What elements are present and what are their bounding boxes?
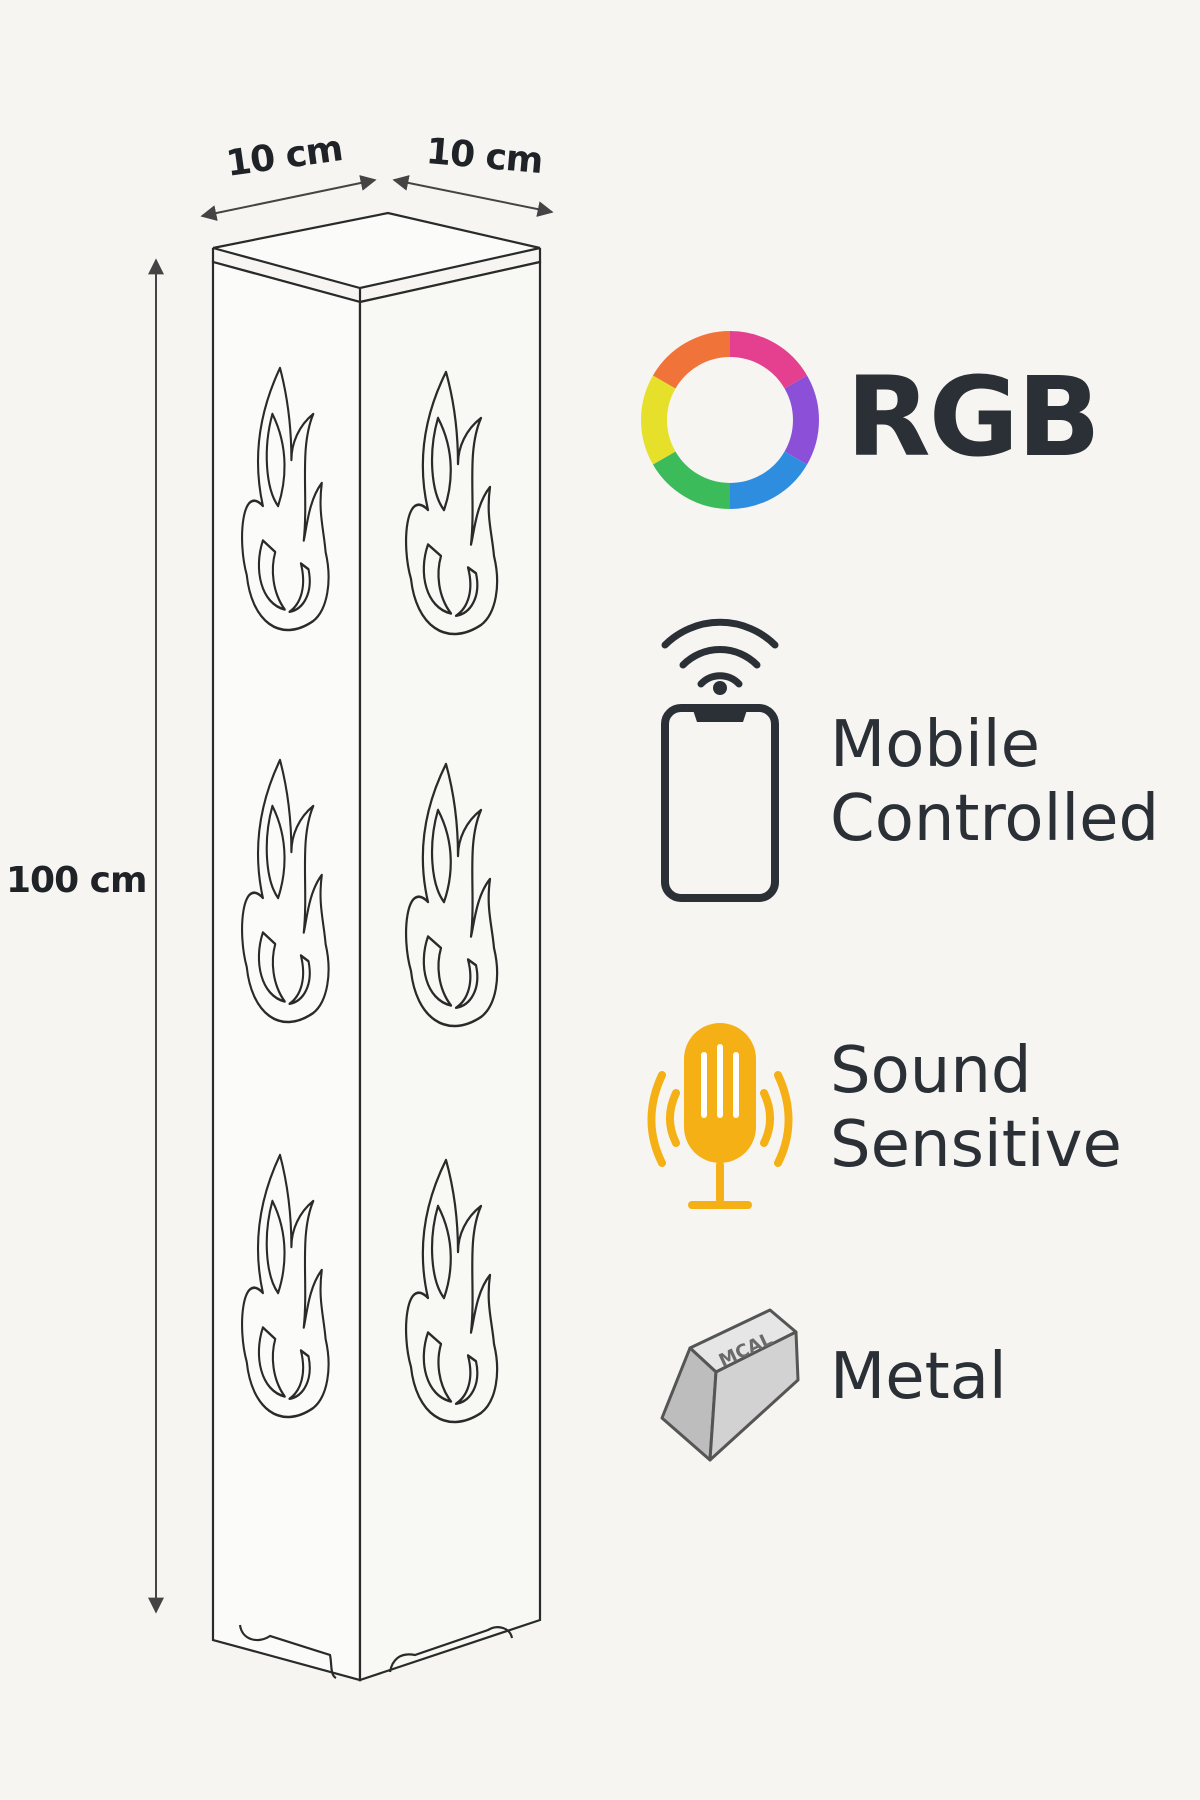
column-left-face xyxy=(211,260,362,1682)
rgb-color-ring-icon xyxy=(641,331,819,509)
smartphone-wifi-icon xyxy=(661,618,779,902)
left-foot-cutout xyxy=(238,1624,337,1679)
mobile-controlled-label: Mobile Controlled xyxy=(830,708,1159,856)
sound-sensitive-label: Sound Sensitive xyxy=(830,1034,1122,1182)
sound-label-line1: Sound xyxy=(830,1034,1032,1108)
mobile-label-line2: Controlled xyxy=(830,782,1160,856)
depth-dimension-arrow xyxy=(392,175,554,217)
height-label: 100 cm xyxy=(6,860,148,901)
mobile-label-line1: Mobile xyxy=(830,708,1040,782)
sound-label-line2: Sensitive xyxy=(830,1108,1122,1182)
microphone-icon xyxy=(647,1023,793,1209)
rgb-label: RGB xyxy=(846,353,1101,481)
metal-ingot-icon: MCAL xyxy=(660,1308,800,1462)
width-dimension-arrow xyxy=(200,175,377,221)
column-right-face xyxy=(358,260,542,1682)
metal-label: Metal xyxy=(830,1340,1007,1414)
right-foot-cutout xyxy=(388,1626,514,1673)
